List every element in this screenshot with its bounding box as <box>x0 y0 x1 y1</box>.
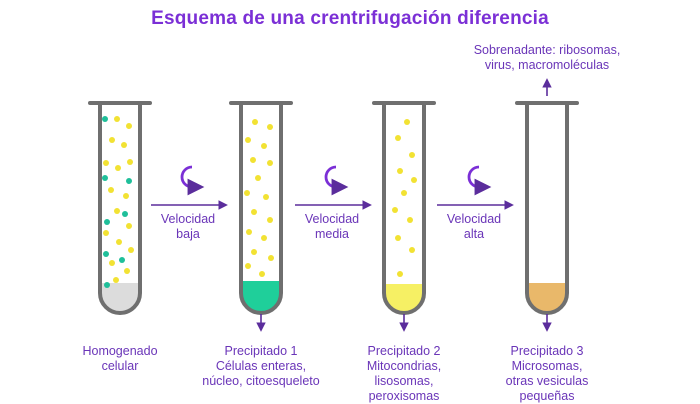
tube-1-teal-particles <box>102 116 132 288</box>
tube-2-label-line-2: Células enteras, <box>215 359 307 373</box>
tube-2 <box>229 101 293 315</box>
spin-2-icon <box>324 165 349 196</box>
tube-1-particles <box>103 116 134 283</box>
tube-1 <box>88 101 152 315</box>
supernatant-line-1: Sobrenadante: ribosomas, <box>473 43 621 57</box>
diagram-title: Esquema de una crentrifugación diferenci… <box>151 8 549 29</box>
tube-2-label: Precipitado 1 Células enteras, núcleo, c… <box>186 344 336 389</box>
step-3-line-1: Velocidad <box>446 212 502 226</box>
tube-4-label-line-1: Precipitado 3 <box>510 344 584 358</box>
tube-3-label-line-4: peroxisomas <box>368 389 440 403</box>
spin-3-icon <box>467 165 492 196</box>
tube-4-label-line-3: otras vesiculas <box>505 374 589 388</box>
tube-3-outline <box>382 104 426 315</box>
step-3-label: Velocidad alta <box>434 212 514 242</box>
tube-3-label: Precipitado 2 Mitocondrias, lisosomas, p… <box>339 344 469 404</box>
tube-4 <box>515 101 579 315</box>
spin-1-icon <box>180 165 205 196</box>
tube-3-particles <box>392 119 417 277</box>
tube-1-label-line-1: Homogenado <box>82 344 158 358</box>
step-2-line-2: media <box>314 227 350 241</box>
step-1-line-2: baja <box>176 227 200 241</box>
tube-2-label-line-1: Precipitado 1 <box>224 344 298 358</box>
tube-1-pellet <box>100 283 140 313</box>
tube-3 <box>372 101 436 315</box>
step-1-line-1: Velocidad <box>160 212 216 226</box>
tube-3-label-line-2: Mitocondrias, <box>366 359 442 373</box>
tube-4-outline <box>525 104 569 315</box>
tube-1-label-line-2: celular <box>101 359 139 373</box>
tube-2-particles <box>244 119 274 277</box>
tube-3-label-line-1: Precipitado 2 <box>367 344 441 358</box>
tube-4-label-line-4: pequeñas <box>519 389 575 403</box>
tube-3-label-line-3: lisosomas, <box>374 374 434 388</box>
tube-4-label: Precipitado 3 Microsomas, otras vesicula… <box>482 344 612 404</box>
step-2-line-1: Velocidad <box>304 212 360 226</box>
tube-3-pellet <box>384 284 424 313</box>
tube-4-label-line-2: Microsomas, <box>511 359 583 373</box>
tube-2-label-line-3: núcleo, citoesqueleto <box>202 374 320 388</box>
step-3-line-2: alta <box>463 227 485 241</box>
tube-2-outline <box>239 104 283 315</box>
tube-1-label: Homogenado celular <box>60 344 180 374</box>
supernatant-line-2: virus, macromoléculas <box>484 58 610 72</box>
supernatant-label: Sobrenadante: ribosomas, virus, macromol… <box>447 43 647 73</box>
tube-4-pellet <box>527 283 567 313</box>
step-1-label: Velocidad baja <box>148 212 228 242</box>
step-2-label: Velocidad media <box>292 212 372 242</box>
tube-1-outline <box>98 104 142 315</box>
tube-2-pellet <box>241 281 281 313</box>
